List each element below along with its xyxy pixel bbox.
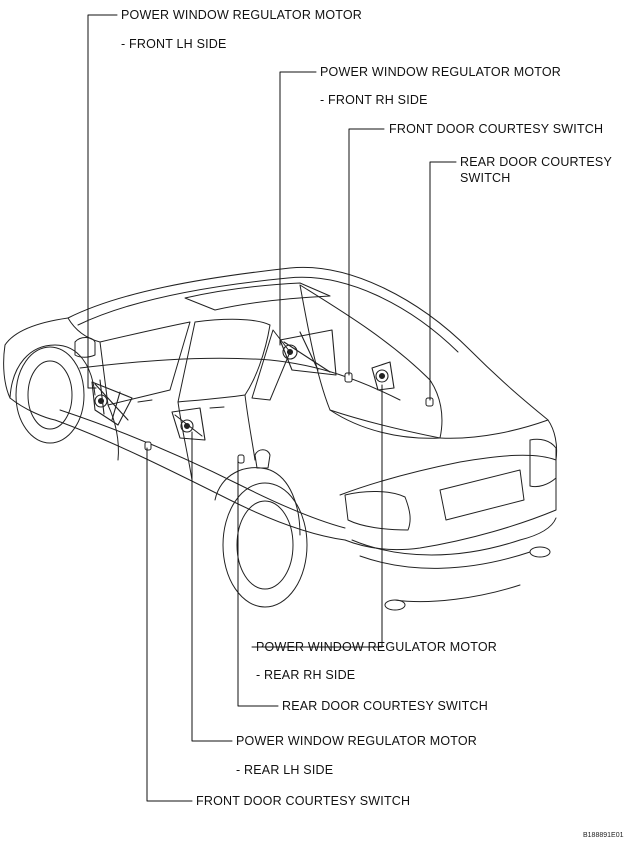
regulator-rear-rh (371, 361, 395, 391)
label-rear-door-courtesy-switch-bottom: REAR DOOR COURTESY SWITCH (282, 699, 488, 713)
car-body-outline (3, 266, 558, 611)
leader-lines (87, 14, 457, 802)
regulator-front-lh (91, 379, 133, 426)
label-front-door-courtesy-switch-bottom: FRONT DOOR COURTESY SWITCH (196, 794, 411, 808)
label-pw-rear-rh-title: POWER WINDOW REGULATOR MOTOR (256, 640, 498, 654)
figure-code: B188891E01 (583, 832, 624, 839)
label-pw-rear-rh-sub: - REAR RH SIDE (256, 668, 356, 682)
label-pw-rear-lh-title: POWER WINDOW REGULATOR MOTOR (236, 734, 478, 748)
regulator-front-rh (279, 329, 337, 376)
regulator-rear-lh (171, 407, 206, 441)
label-rear-door-courtesy-top-line2: SWITCH (460, 171, 511, 185)
label-pw-rear-lh-sub: - REAR LH SIDE (236, 763, 334, 777)
label-pw-front-lh-sub: - FRONT LH SIDE (121, 37, 227, 51)
label-pw-front-lh-title: POWER WINDOW REGULATOR MOTOR (121, 8, 363, 22)
label-rear-door-courtesy-top-line1: REAR DOOR COURTESY (460, 155, 613, 169)
label-pw-front-rh-sub: - FRONT RH SIDE (320, 93, 428, 107)
switch-rear-door-lh (237, 454, 245, 464)
switch-front-door-lh (144, 441, 152, 451)
label-pw-front-rh-title: POWER WINDOW REGULATOR MOTOR (320, 65, 562, 79)
label-front-door-courtesy-switch-top: FRONT DOOR COURTESY SWITCH (389, 122, 604, 136)
